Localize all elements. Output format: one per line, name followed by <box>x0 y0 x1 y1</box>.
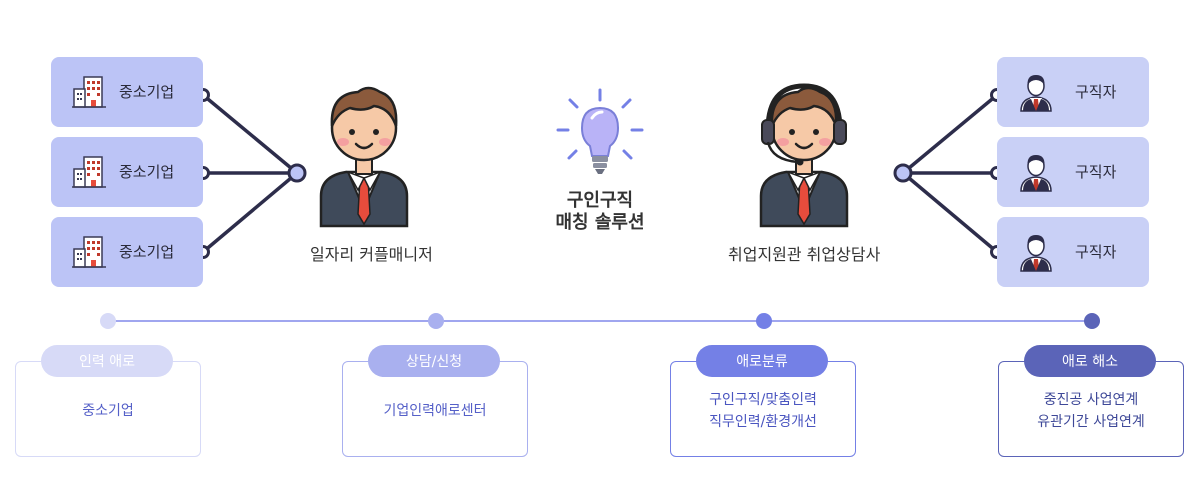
counselor-illustration <box>759 83 849 228</box>
step-3-title: 애로분류 <box>696 345 828 377</box>
company-label: 중소기업 <box>119 243 175 261</box>
center-title: 구인구직 매칭 솔루션 <box>510 190 690 234</box>
left-connector-3 <box>201 171 299 254</box>
company-card-3: 중소기업 <box>51 217 203 287</box>
step-3-line-1: 구인구직/맞춤인력 <box>709 392 817 408</box>
step-4-title: 애로 해소 <box>1024 345 1156 377</box>
seeker-label: 구직자 <box>1075 163 1117 181</box>
step-box-2: 기업인력애로센터 <box>342 361 528 457</box>
timeline-dot-3 <box>756 313 772 329</box>
timeline-dot-2 <box>428 313 444 329</box>
company-card-1: 중소기업 <box>51 57 203 127</box>
company-card-2: 중소기업 <box>51 137 203 207</box>
center-title-line1: 구인구직 <box>566 190 634 211</box>
job-manager-illustration <box>319 86 409 228</box>
building-icon <box>72 156 106 188</box>
building-icon <box>72 76 106 108</box>
building-icon <box>72 236 106 268</box>
job-seeker-icon <box>1020 75 1052 112</box>
step-1-title: 인력 애로 <box>41 345 173 377</box>
seeker-card-3: 구직자 <box>997 217 1149 287</box>
right-connector-1 <box>901 93 999 175</box>
right-connector-3 <box>901 171 999 254</box>
hub-dot-left <box>287 163 307 183</box>
step-4-line-1: 중진공 사업연계 <box>1043 392 1139 408</box>
right-connector-group <box>901 93 999 254</box>
step-2-title: 상담/신청 <box>368 345 500 377</box>
step-1-line-1: 중소기업 <box>82 403 134 419</box>
job-seeker-icon <box>1020 155 1052 192</box>
job-seeker-icon <box>1020 235 1052 272</box>
center-title-line2: 매칭 솔루션 <box>555 212 645 233</box>
step-box-4: 중진공 사업연계 유관기간 사업연계 <box>998 361 1184 457</box>
left-connector-1 <box>201 93 299 175</box>
seeker-card-2: 구직자 <box>997 137 1149 207</box>
company-label: 중소기업 <box>119 163 175 181</box>
seeker-label: 구직자 <box>1075 83 1117 101</box>
left-connector-group <box>201 93 299 254</box>
company-label: 중소기업 <box>119 83 175 101</box>
step-2-line-1: 기업인력애로센터 <box>383 403 487 419</box>
lightbulb-icon <box>556 88 644 174</box>
timeline-dot-4 <box>1084 313 1100 329</box>
seeker-card-1: 구직자 <box>997 57 1149 127</box>
hub-dot-right <box>893 163 913 183</box>
step-4-line-2: 유관기간 사업연계 <box>1037 414 1145 430</box>
timeline-dot-1 <box>100 313 116 329</box>
seeker-label: 구직자 <box>1075 243 1117 261</box>
counselor-label: 취업지원관 취업상담사 <box>728 245 881 264</box>
step-3-line-2: 직무인력/환경개선 <box>709 414 817 430</box>
job-manager-label: 일자리 커플매니저 <box>310 245 433 264</box>
step-box-3: 구인구직/맞춤인력 직무인력/환경개선 <box>670 361 856 457</box>
